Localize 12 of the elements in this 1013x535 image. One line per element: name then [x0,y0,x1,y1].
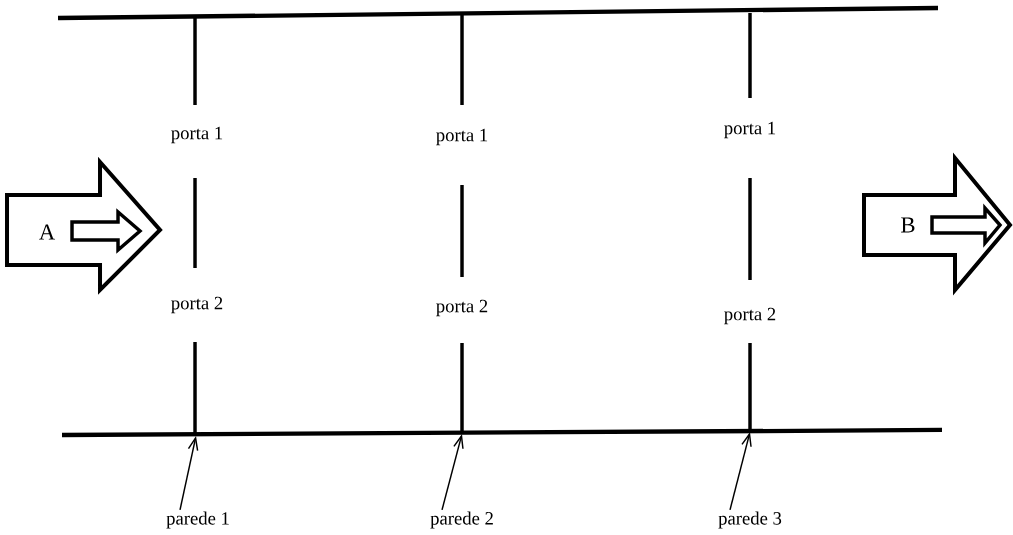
wall-label: parede 2 [430,511,493,529]
door-label: porta 2 [724,307,776,325]
wall-label: parede 3 [718,511,782,529]
leader-line [179,436,199,511]
door-label: porta 1 [436,128,488,146]
door-label: porta 1 [171,126,223,144]
door-label: porta 2 [171,296,223,314]
leader-line [441,434,464,511]
wall-label: parede 1 [166,511,229,529]
door-label: porta 1 [724,121,776,139]
door-label: porta 2 [436,299,488,317]
leader-line [729,432,752,511]
